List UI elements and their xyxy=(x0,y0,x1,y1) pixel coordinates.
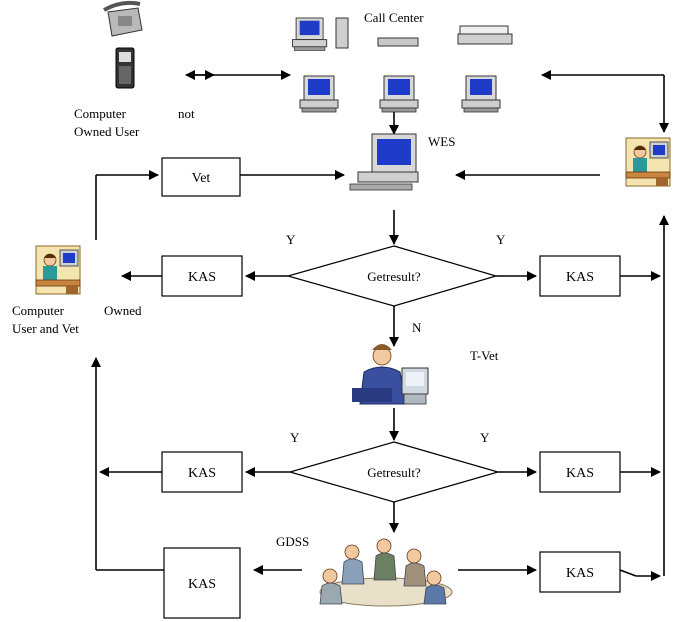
kas-right-3-box xyxy=(539,551,621,593)
computer-not-owned-label-1: Computer xyxy=(74,106,127,121)
decision-1-label: Getresult? xyxy=(367,269,421,284)
computer-owned-label-2: User and Vet xyxy=(12,321,79,336)
mobile-phone-icon xyxy=(115,47,135,89)
office-worker-icon xyxy=(625,137,671,187)
desktop-computer-icon xyxy=(379,75,419,113)
wes-label: WES xyxy=(428,134,455,149)
businessman-icon xyxy=(352,344,429,405)
kas-left-1-label: KAS xyxy=(188,270,216,285)
decision-2-label: Getresult? xyxy=(367,465,421,480)
group-meeting-icon xyxy=(319,538,453,607)
gdss-label: GDSS xyxy=(276,534,309,549)
yes-top-right-label: Y xyxy=(496,232,506,247)
kas-right-1-label: KAS xyxy=(566,270,594,285)
scanner-icon xyxy=(457,25,513,45)
line-kas-right-3-join xyxy=(619,569,637,577)
printer-icon xyxy=(377,37,419,47)
desktop-computer-icon xyxy=(349,133,419,191)
kas-right-1-box xyxy=(539,255,621,297)
kas-left-2-box xyxy=(161,451,243,493)
computer-owned-label-1: Computer xyxy=(12,303,65,318)
desktop-computer-icon xyxy=(461,75,501,113)
desktop-computer-icon xyxy=(299,75,339,113)
desktop-computer-icon xyxy=(292,17,349,51)
owned-label: Owned xyxy=(104,303,142,318)
kas-left-2-label: KAS xyxy=(188,466,216,481)
telephone-icon xyxy=(103,0,143,37)
kas-left-3-box xyxy=(163,547,241,619)
yes-mid-left-label: Y xyxy=(290,430,300,445)
office-worker-icon xyxy=(35,245,81,295)
call-center-label: Call Center xyxy=(364,10,424,25)
vet-box xyxy=(161,157,241,197)
computer-not-owned-label-2: Owned User xyxy=(74,124,140,139)
yes-top-left-label: Y xyxy=(286,232,296,247)
not-label: not xyxy=(178,106,195,121)
yes-mid-right-label: Y xyxy=(480,430,490,445)
kas-right-3-label: KAS xyxy=(566,566,594,581)
kas-left-3-label: KAS xyxy=(188,577,216,592)
vet-label: Vet xyxy=(192,171,211,186)
kas-right-2-label: KAS xyxy=(566,466,594,481)
kas-left-1-box xyxy=(161,255,243,297)
t-vet-label: T-Vet xyxy=(470,348,499,363)
no-label: N xyxy=(412,320,422,335)
